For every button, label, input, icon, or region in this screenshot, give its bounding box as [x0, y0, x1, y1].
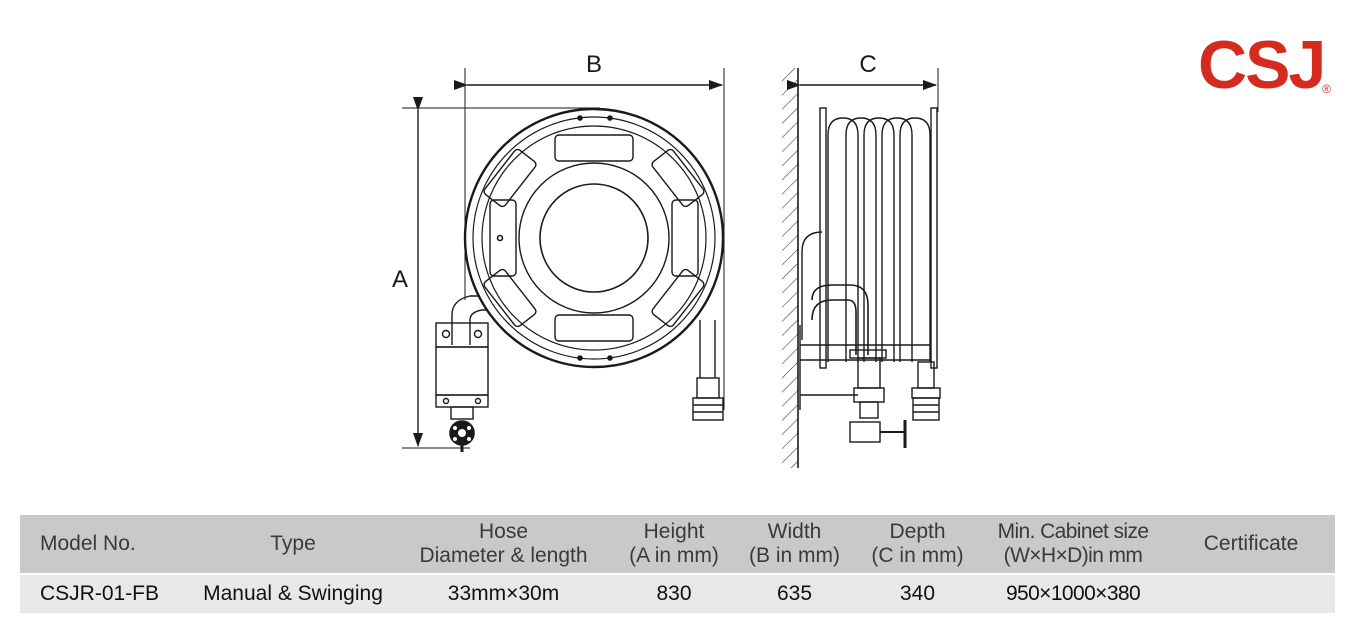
header-hose: Hose Diameter & length — [392, 515, 615, 574]
header-type: Type — [194, 515, 392, 574]
dimension-b-label: B — [586, 51, 602, 78]
header-cabinet-line2: (W×H×D)in mm — [1003, 544, 1143, 567]
header-hose-line2: Diameter & length — [419, 544, 588, 567]
header-depth-line2: (C in mm) — [871, 544, 964, 567]
cell-hose: 33mm×30m — [392, 573, 615, 613]
cell-depth: 340 — [856, 573, 979, 613]
hose-coils — [827, 117, 931, 362]
header-width-line1: Width — [767, 520, 822, 543]
header-height-line1: Height — [643, 520, 705, 543]
cell-model: CSJR-01-FB — [20, 573, 194, 613]
cell-height: 830 — [615, 573, 733, 613]
reel-panels — [483, 134, 705, 342]
header-cabinet-line1: Min. Cabinet size — [997, 520, 1149, 543]
cell-width: 635 — [733, 573, 856, 613]
cell-cabinet-size: 950×1000×380 — [979, 573, 1167, 613]
header-depth: Depth (C in mm) — [856, 515, 979, 574]
registered-mark: ® — [1322, 82, 1331, 96]
cell-type: Manual & Swinging — [194, 573, 392, 613]
brand-logo: CSJ ® — [1198, 30, 1333, 100]
logo-text: CSJ — [1198, 27, 1326, 103]
table-header-row: Model No. Type Hose Diameter & length He… — [20, 515, 1335, 574]
header-width: Width (B in mm) — [733, 515, 856, 574]
reel-hub — [539, 183, 649, 293]
header-cabinet-size: Min. Cabinet size (W×H×D)in mm — [979, 515, 1167, 574]
wall-hatching — [782, 68, 798, 468]
header-certificate: Certificate — [1167, 515, 1335, 574]
header-width-line2: (B in mm) — [749, 544, 840, 567]
hose-nozzle — [692, 320, 724, 421]
table-row: CSJR-01-FB Manual & Swinging 33mm×30m 83… — [20, 573, 1335, 613]
reel-outer-rim — [463, 107, 725, 369]
side-view — [782, 68, 941, 468]
header-hose-line1: Hose — [478, 520, 529, 543]
header-height-line2: (A in mm) — [629, 544, 719, 567]
header-depth-line1: Depth — [889, 520, 946, 543]
valve-handwheel-front — [449, 420, 475, 452]
hose-reel-technical-drawing: B A — [392, 51, 941, 468]
nozzle-side — [911, 361, 941, 421]
dimension-c-label: C — [859, 51, 876, 78]
dimension-a-label: A — [392, 266, 408, 293]
specification-table: Model No. Type Hose Diameter & length He… — [20, 515, 1335, 613]
inlet-bracket — [435, 295, 489, 420]
valve-side — [849, 349, 907, 448]
header-height: Height (A in mm) — [615, 515, 733, 574]
header-model: Model No. — [20, 515, 194, 574]
front-view — [402, 68, 725, 452]
cell-certificate — [1167, 573, 1335, 613]
